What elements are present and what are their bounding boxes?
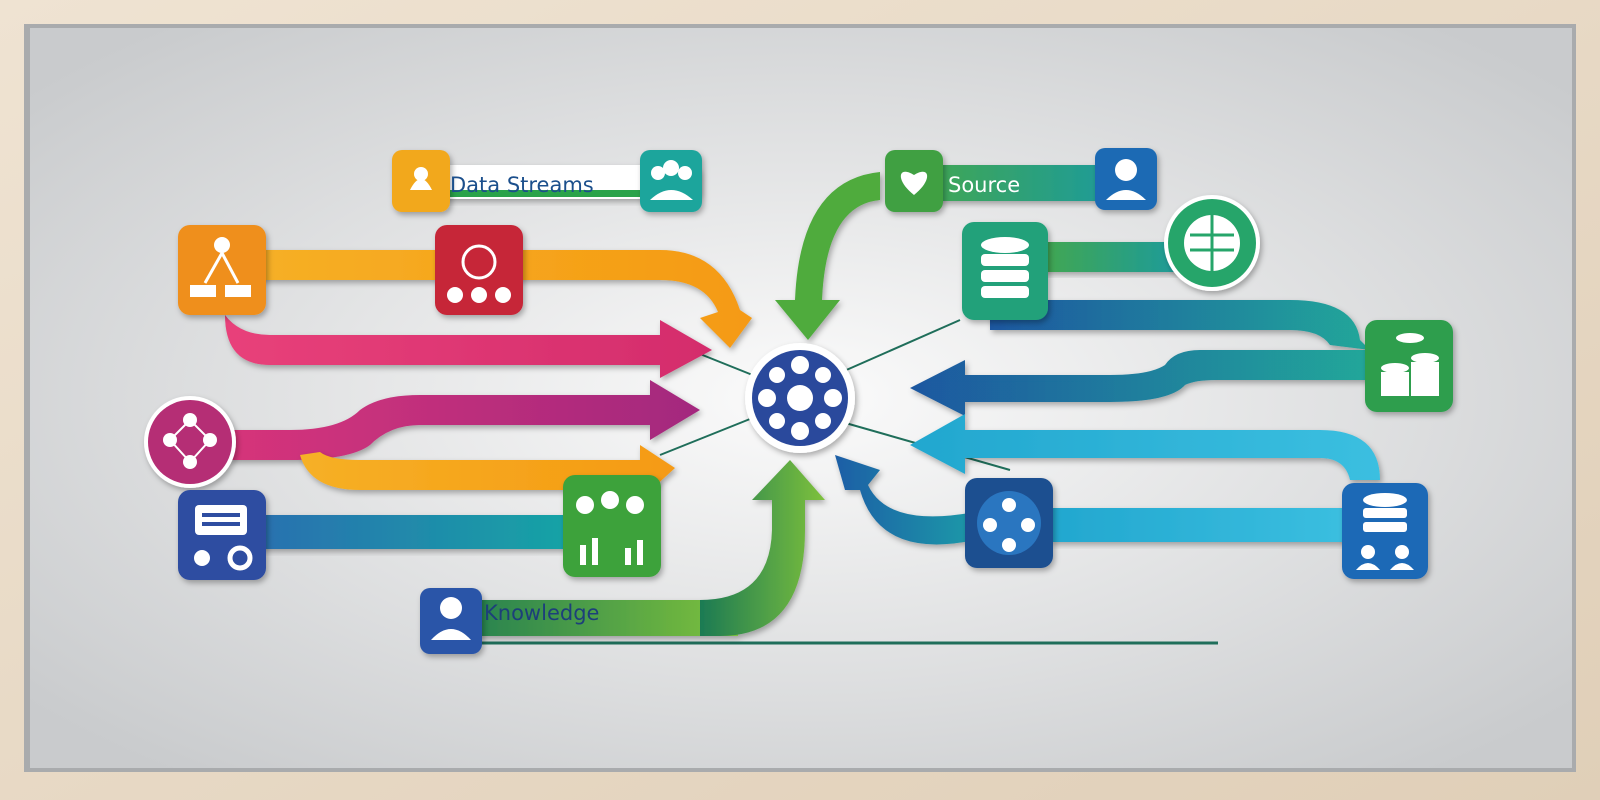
people-network-icon xyxy=(178,225,266,315)
cyan-arrow-right xyxy=(910,414,1380,480)
blue-teal-arrow-right xyxy=(990,300,1370,350)
blue-arrow-right xyxy=(910,350,1370,416)
central-hub-icon xyxy=(745,343,855,453)
magenta-arrow xyxy=(230,380,700,460)
factory-analytics-icon xyxy=(563,475,661,577)
cyan-bar-right xyxy=(1050,508,1350,542)
data-streams-label: Data Streams xyxy=(450,173,594,197)
pink-arrow xyxy=(225,315,712,378)
user-icon-knowledge xyxy=(420,588,482,654)
coin-stack-icon xyxy=(1365,320,1453,412)
user-icon xyxy=(1095,148,1157,210)
node-network-icon xyxy=(144,396,236,488)
hub-network-icon xyxy=(965,478,1053,568)
people-group-icon xyxy=(640,150,702,212)
source-label: Source xyxy=(948,173,1020,197)
blue-curve-arrow xyxy=(835,455,975,545)
database-users-icon xyxy=(1342,483,1428,579)
data-streams-bar xyxy=(400,165,700,199)
database-icon xyxy=(962,222,1048,320)
orange-arrow-top xyxy=(250,250,752,348)
globe-brain-icon xyxy=(1164,195,1260,291)
hand-coin-icon xyxy=(392,150,450,212)
green-teal-bar-right xyxy=(1030,242,1190,272)
knowledge-arrow xyxy=(438,460,825,636)
source-bar xyxy=(900,165,1130,201)
knowledge-label: Knowledge xyxy=(484,601,599,625)
green-arrow-source xyxy=(775,172,880,340)
teal-bar-left xyxy=(250,515,580,549)
heart-hands-icon xyxy=(885,150,943,212)
chat-gear-icon xyxy=(178,490,266,580)
people-network-icon-red xyxy=(435,225,523,315)
